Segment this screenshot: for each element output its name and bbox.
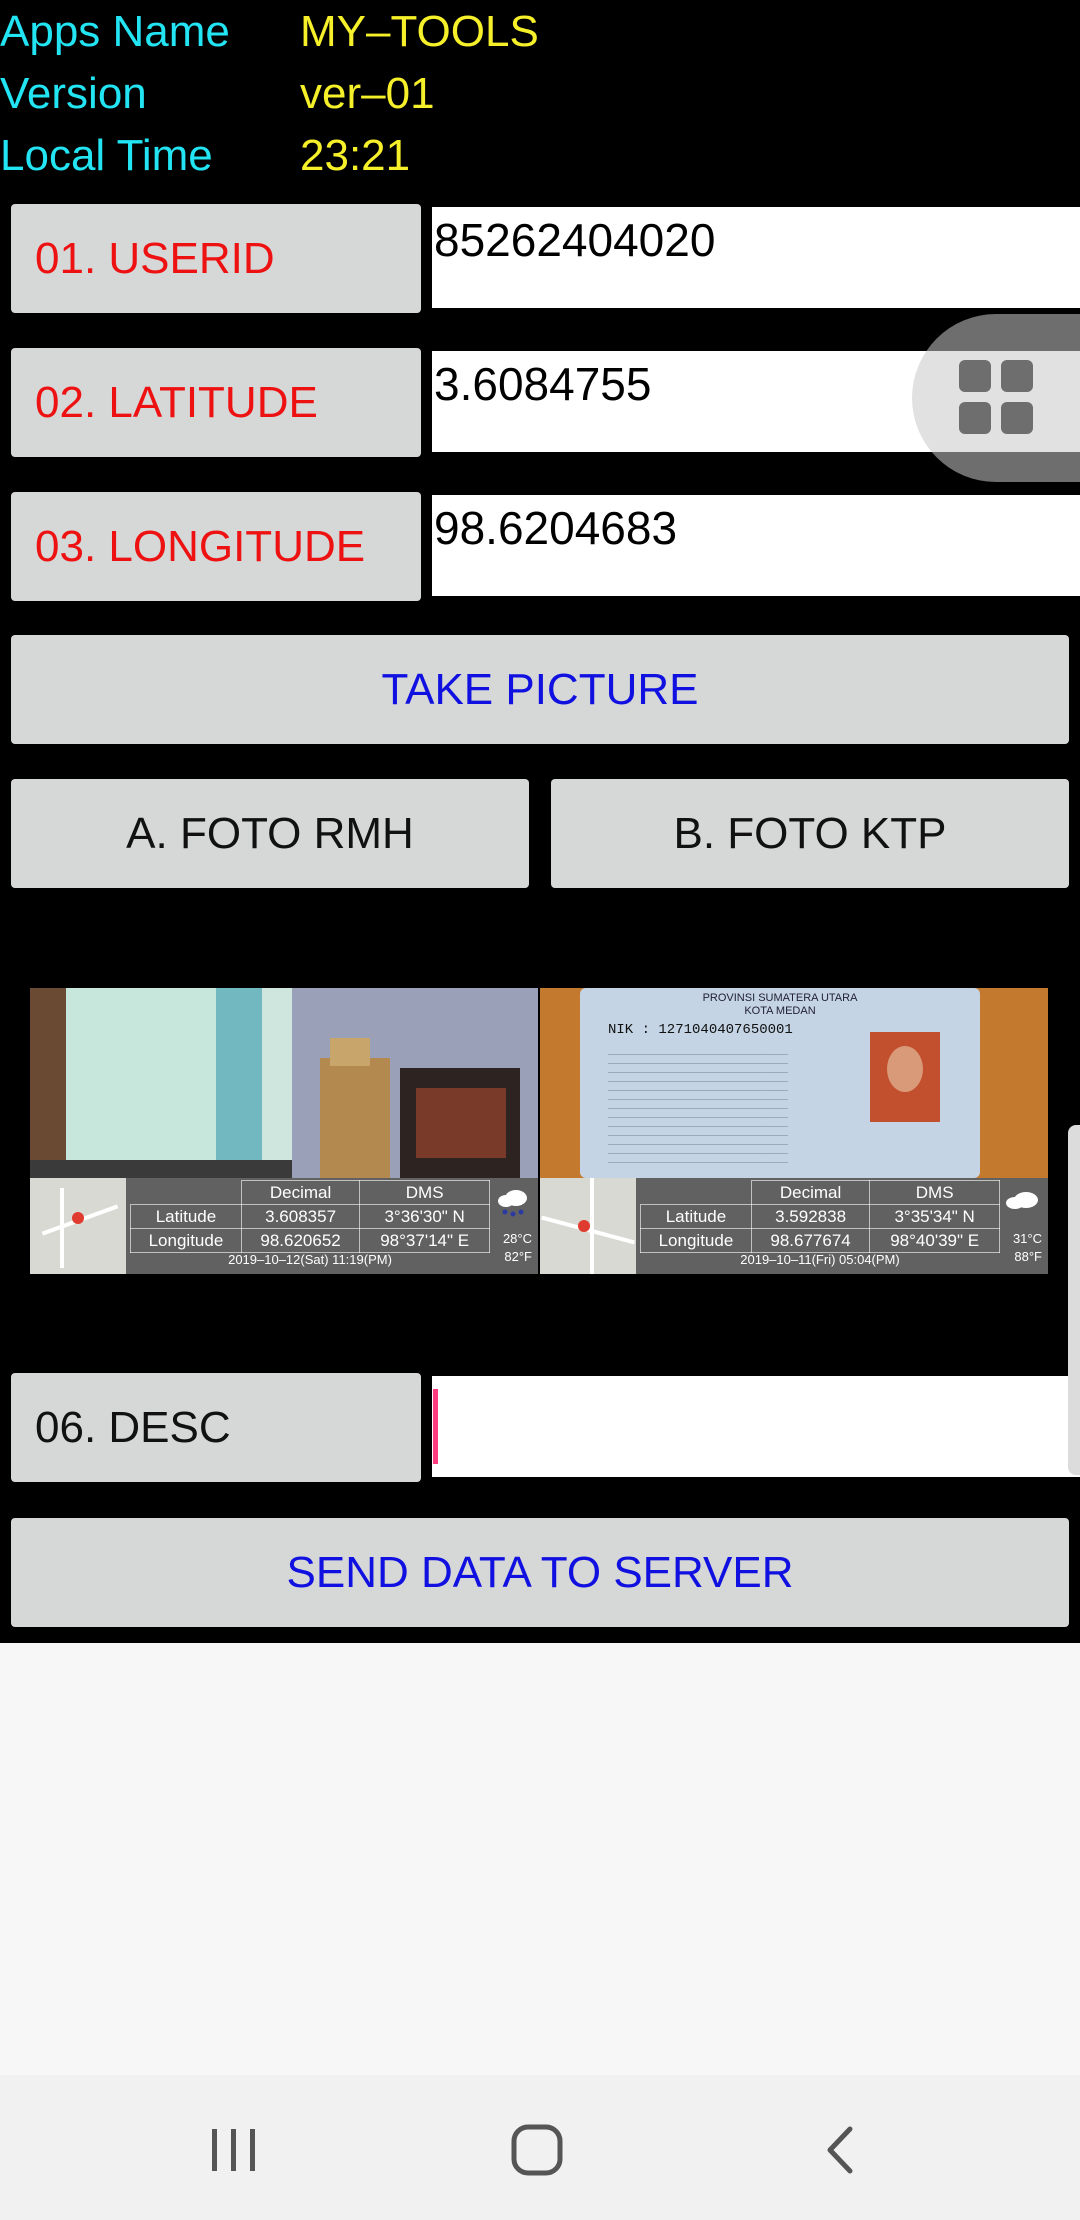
rain-cloud-icon [498,1190,527,1217]
lon-decimal: 98.677674 [750,1228,871,1253]
lat-dms: 3°36'30" N [359,1204,490,1229]
lat-decimal: 3.608357 [240,1204,361,1229]
lat-dms: 3°35'34" N [869,1204,1000,1229]
side-scroll-handle[interactable] [1068,1125,1080,1475]
temp-fahrenheit: 82°F [504,1249,532,1264]
foto-rmh-button[interactable]: A. FOTO RMH [11,779,529,888]
lon-dms: 98°40'39" E [869,1228,1000,1253]
col-decimal: Decimal [240,1180,361,1205]
text-cursor [433,1389,438,1464]
userid-value: 85262404020 [434,214,716,266]
temperature: 28°C 82°F [503,1230,532,1266]
send-data-button[interactable]: SEND DATA TO SERVER [11,1518,1069,1627]
house-photo-scene [30,988,538,1178]
version-label: Version [0,69,147,118]
map-thumbnail [30,1178,126,1274]
home-icon[interactable] [510,2123,564,2177]
map-pin-icon [578,1220,590,1232]
lon-label: Longitude [130,1228,242,1253]
local-time-value: 23:21 [300,131,411,180]
ktp-photo[interactable]: PROVINSI SUMATERA UTARA KOTA MEDAN NIK :… [540,988,1048,1274]
lon-dms: 98°37'14" E [359,1228,490,1253]
version-row: Version ver–01 [0,64,600,124]
col-decimal: Decimal [750,1180,871,1205]
foto-ktp-button[interactable]: B. FOTO KTP [551,779,1069,888]
app-name-label: Apps Name [0,7,230,56]
lat-decimal: 3.592838 [750,1204,871,1229]
desc-label: 06. DESC [11,1373,421,1482]
longitude-value: 98.6204683 [434,502,678,554]
ktp-photo-scene: PROVINSI SUMATERA UTARA KOTA MEDAN NIK :… [540,988,1048,1178]
latitude-label: 02. LATITUDE [11,348,421,457]
map-pin-icon [72,1212,84,1224]
userid-field[interactable]: 85262404020 [432,207,1080,308]
map-thumbnail [540,1178,636,1274]
lat-label: Latitude [130,1204,242,1229]
app-name-row: Apps Name MY–TOOLS [0,2,600,62]
id-card: PROVINSI SUMATERA UTARA KOTA MEDAN NIK :… [580,988,980,1178]
floating-menu-button[interactable] [912,314,1080,482]
col-dms: DMS [869,1180,1000,1205]
system-nav-bar [0,2075,1080,2220]
cloud-icon [1006,1192,1038,1209]
desc-field[interactable] [432,1376,1080,1477]
card-province: PROVINSI SUMATERA UTARA [702,992,858,1004]
id-portrait [870,1032,940,1122]
local-time-label: Local Time [0,131,213,180]
longitude-label: 03. LONGITUDE [11,492,421,601]
back-icon[interactable] [820,2125,860,2175]
col-dms: DMS [359,1180,490,1205]
recent-apps-icon[interactable] [206,2125,262,2175]
temp-celsius: 31°C [1012,1231,1042,1246]
temperature: 31°C 88°F [1013,1230,1042,1266]
app-screen: Apps Name MY–TOOLS Version ver–01 Local … [0,0,1080,1643]
userid-label: 01. USERID [11,204,421,313]
photo-date: 2019–10–12(Sat) 11:19(PM) [228,1252,392,1267]
grid-icon [959,360,1033,434]
lon-decimal: 98.620652 [240,1228,361,1253]
longitude-field[interactable]: 98.6204683 [432,495,1080,596]
lat-label: Latitude [640,1204,752,1229]
lon-label: Longitude [640,1228,752,1253]
latitude-value: 3.6084755 [434,358,652,410]
temp-celsius: 28°C [502,1231,532,1246]
card-city: KOTA MEDAN [744,1005,816,1017]
photo-date: 2019–10–11(Fri) 05:04(PM) [740,1252,900,1267]
app-name-value: MY–TOOLS [300,7,539,56]
local-time-row: Local Time 23:21 [0,126,600,186]
temp-fahrenheit: 88°F [1014,1249,1042,1264]
card-nik: NIK : 1271040407650001 [608,1022,793,1038]
take-picture-button[interactable]: TAKE PICTURE [11,635,1069,744]
version-value: ver–01 [300,69,435,118]
